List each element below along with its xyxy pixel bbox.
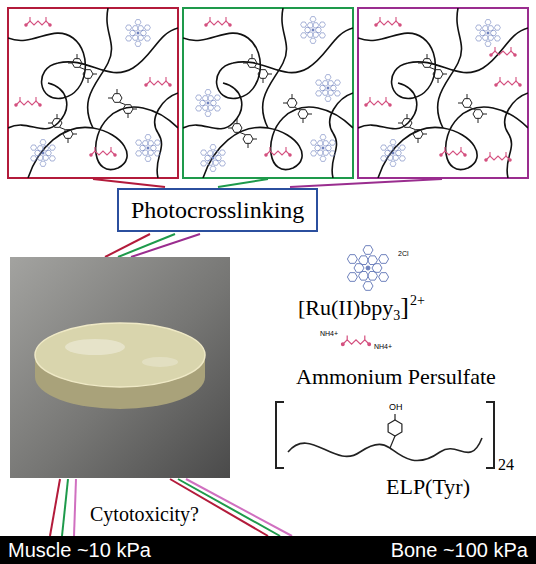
counter-ion-label: NH4+ (320, 330, 338, 338)
formula-label: [Ru(II)bpy (298, 295, 393, 320)
formula-label: 2+ (410, 293, 425, 308)
counter-ion-label: 2Cl (398, 250, 409, 258)
scale-bar: Muscle ~10 kPa Bone ~100 kPa (0, 536, 536, 564)
counter-ion-label: NH4+ (374, 343, 392, 351)
counter-ion-label: NH4+ (374, 343, 392, 350)
formula-label: ] (400, 292, 409, 321)
process-label: Photocrosslinking (131, 197, 304, 223)
network-panel (8, 8, 178, 178)
scale-end-label: Muscle ~10 kPa (8, 538, 151, 562)
hydrogel-photo (10, 257, 230, 478)
repeat-count: 24 (498, 456, 514, 474)
compound-name: ELP(Tyr) (386, 474, 470, 499)
formula-label: 3 (393, 308, 400, 323)
annotation-label: Cytotoxicity? (90, 503, 199, 525)
atom-label: OH (389, 402, 403, 412)
atom-label: OH (389, 402, 403, 412)
repeat-count: 24 (498, 456, 514, 473)
annotation-label: Cytotoxicity? (90, 503, 199, 526)
ru-complex-structure (347, 246, 388, 291)
process-box: Photocrosslinking (117, 188, 318, 232)
network-panel (183, 8, 353, 178)
compound-name: ELP(Tyr) (386, 474, 470, 499)
counter-ion-label: 2Cl (398, 250, 409, 257)
elp-structure (276, 402, 494, 468)
persulfate-structure (341, 335, 370, 345)
formula-label: [Ru(II)bpy3]2+ (298, 292, 425, 324)
compound-name: Ammonium Persulfate (296, 364, 496, 389)
counter-ion-label: NH4+ (320, 330, 338, 337)
network-panel (358, 8, 528, 178)
compound-name: Ammonium Persulfate (296, 364, 496, 389)
scale-end-label: Bone ~100 kPa (391, 538, 528, 562)
